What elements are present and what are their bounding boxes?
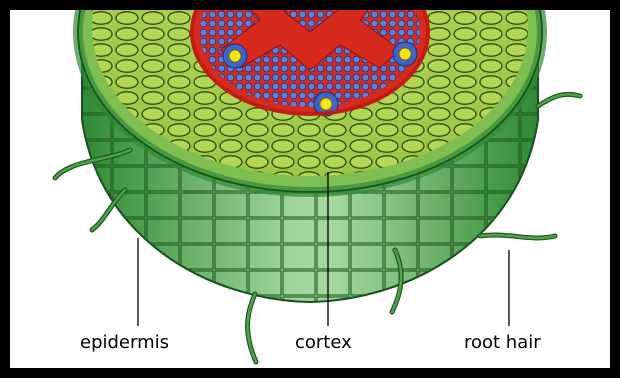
epidermis-label: epidermis	[80, 332, 169, 353]
cortex-label: cortex	[295, 332, 352, 353]
root-cross-section-diagram: epidermis cortex root hair	[10, 10, 610, 368]
root-hair-label: root hair	[464, 332, 541, 353]
phloem-right	[393, 42, 417, 66]
phloem-left	[223, 44, 247, 68]
